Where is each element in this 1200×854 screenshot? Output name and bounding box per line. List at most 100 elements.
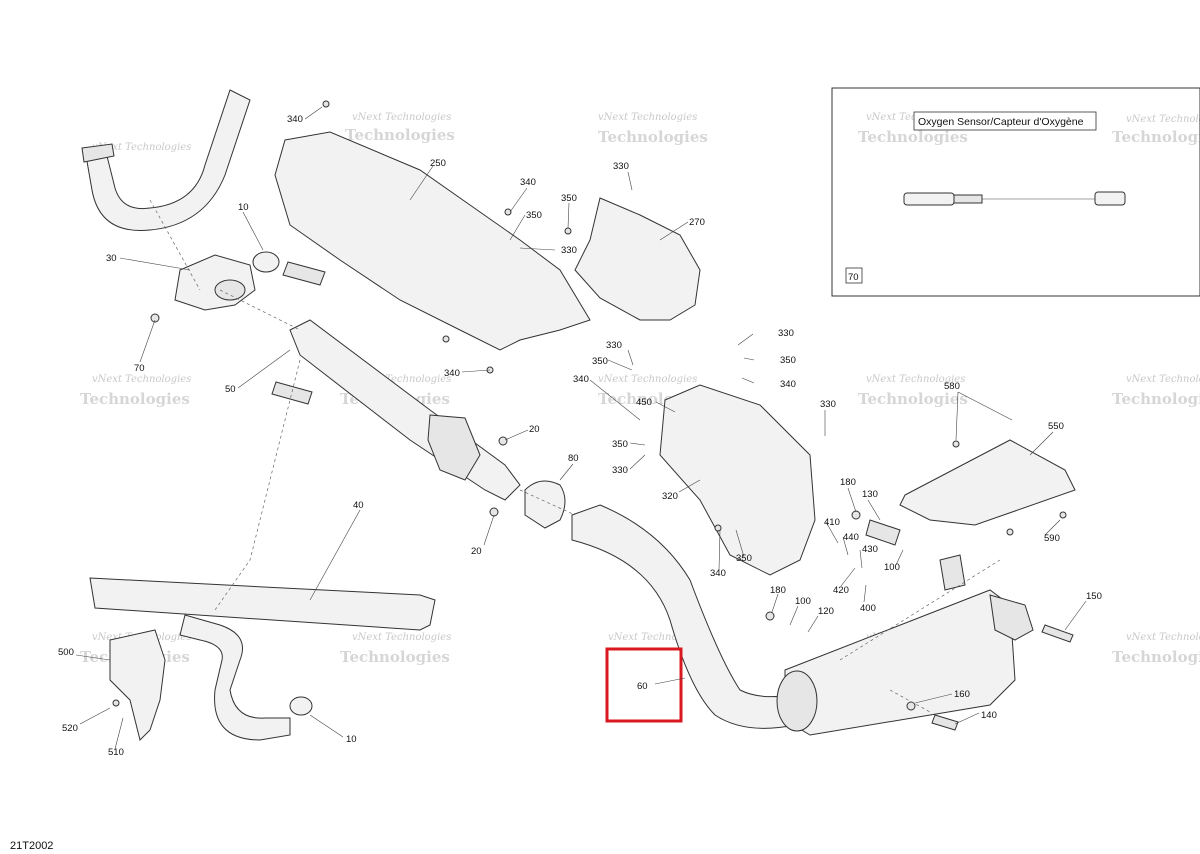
watermark-text: Technologies [1112, 390, 1200, 408]
watermark-text: vNext Technologies [352, 112, 451, 123]
callout-label[interactable]: 330 [778, 328, 794, 339]
callout-label[interactable]: 160 [954, 689, 970, 700]
callout-label[interactable]: 330 [612, 465, 628, 476]
muffler-bracket [939, 554, 966, 591]
callout-label[interactable]: 10 [238, 202, 249, 213]
watermark-text: Technologies [598, 128, 708, 146]
gasket-10 [252, 251, 280, 273]
inset-title: Oxygen Sensor/Capteur d'Oxygène [918, 116, 1084, 128]
inset-frame [831, 87, 1200, 297]
callout-label[interactable]: 450 [636, 397, 652, 408]
watermarks: vNext Technologies vNext Technologies Te… [80, 112, 1200, 666]
inset-part-number: 70 [848, 272, 859, 283]
highlight-box[interactable] [605, 647, 683, 723]
watermark-text: Technologies [1112, 648, 1200, 666]
callout-label[interactable]: 330 [613, 161, 629, 172]
watermark-text: Technologies [345, 126, 455, 144]
watermark-text: vNext Technologies [598, 374, 697, 385]
callout-label[interactable]: 420 [833, 585, 849, 596]
callout-label[interactable]: 410 [824, 517, 840, 528]
watermark-text: vNext Technologies [92, 142, 191, 153]
assembly-lines [149, 199, 1001, 713]
callout-label[interactable]: 70 [134, 363, 145, 374]
callout-label[interactable]: 400 [860, 603, 876, 614]
callout-label[interactable]: 590 [1044, 533, 1060, 544]
leader-lines [75, 106, 1087, 750]
heat-shield-270 [574, 197, 701, 321]
callout-label[interactable]: 270 [689, 217, 705, 228]
callout-label[interactable]: 100 [795, 596, 811, 607]
callout-label[interactable]: 320 [662, 491, 678, 502]
watermark-text: vNext Technologies [608, 632, 707, 643]
callout-label[interactable]: 180 [770, 585, 786, 596]
callout-label[interactable]: 550 [1048, 421, 1064, 432]
callout-label[interactable]: 50 [225, 384, 236, 395]
callout-label[interactable]: 340 [520, 177, 536, 188]
callout-label[interactable]: 520 [62, 723, 78, 734]
lower-pipe [179, 614, 291, 741]
oxygen-sensor-inset: Oxygen Sensor/Capteur d'Oxygène 70 [831, 87, 1200, 297]
muffler-tailpipe [989, 594, 1034, 641]
callout-label[interactable]: 150 [1086, 591, 1102, 602]
callout-label[interactable]: 340 [573, 374, 589, 385]
inset-title-box [913, 111, 1097, 131]
callout-label[interactable]: 350 [526, 210, 542, 221]
callout-label[interactable]: 510 [108, 747, 124, 758]
mid-pipe-40 [289, 319, 521, 501]
heat-shield-500 [109, 629, 166, 741]
watermark-text: vNext Technologies [1126, 374, 1200, 385]
callout-label[interactable]: 140 [981, 710, 997, 721]
callout-label[interactable]: 330 [606, 340, 622, 351]
inset-part-box [845, 267, 863, 284]
callout-label[interactable]: 350 [736, 553, 752, 564]
header-pipe-30 [84, 89, 251, 231]
callout-label[interactable]: 340 [710, 568, 726, 579]
callout-label[interactable]: 430 [862, 544, 878, 555]
callout-label[interactable]: 340 [780, 379, 796, 390]
gasket-10b [289, 696, 313, 716]
callout-label[interactable]: 120 [818, 606, 834, 617]
callout-label[interactable]: 330 [820, 399, 836, 410]
header-clamp [81, 143, 115, 163]
callout-labels: 340 250 330 340 350 350 330 270 10 30 70… [58, 114, 1102, 758]
watermark-text: vNext Technologies [1126, 114, 1200, 125]
callout-label[interactable]: 350 [612, 439, 628, 450]
callout-label[interactable]: 250 [430, 158, 446, 169]
watermark-text: Technologies [1112, 128, 1200, 146]
watermark-text: vNext Technologies [598, 112, 697, 123]
watermark-text: Technologies [858, 128, 968, 146]
callout-label[interactable]: 180 [840, 477, 856, 488]
mid-pipe-bracket [427, 414, 481, 481]
callout-label[interactable]: 60 [637, 681, 648, 692]
callout-label[interactable]: 350 [592, 356, 608, 367]
callout-label[interactable]: 350 [561, 193, 577, 204]
callout-label[interactable]: 10 [346, 734, 357, 745]
callout-label[interactable]: 100 [884, 562, 900, 573]
callout-label[interactable]: 500 [58, 647, 74, 658]
parts [81, 89, 1076, 741]
watermark-text: Technologies [858, 390, 968, 408]
watermark-text: vNext Technologies [92, 374, 191, 385]
callout-label[interactable]: 30 [106, 253, 117, 264]
spring-50b [271, 381, 313, 405]
callout-label[interactable]: 80 [568, 453, 579, 464]
spring-50a [282, 261, 326, 286]
watermark-text: Technologies [80, 390, 190, 408]
guard-550 [899, 439, 1076, 526]
callout-label[interactable]: 20 [529, 424, 540, 435]
callout-label[interactable]: 130 [862, 489, 878, 500]
callout-label[interactable]: 20 [471, 546, 482, 557]
callout-label[interactable]: 40 [353, 500, 364, 511]
callout-label[interactable]: 330 [561, 245, 577, 256]
callout-label[interactable]: 580 [944, 381, 960, 392]
watermark-text: vNext Technologies [352, 632, 451, 643]
callout-label[interactable]: 440 [843, 532, 859, 543]
heat-shield-250 [274, 131, 591, 351]
callout-label[interactable]: 340 [287, 114, 303, 125]
oxygen-sensor-part [903, 191, 1126, 206]
diagram-code: 21T2002 [10, 840, 53, 852]
callout-label[interactable]: 340 [444, 368, 460, 379]
callout-label[interactable]: 350 [780, 355, 796, 366]
watermark-text: vNext Technologies [352, 374, 451, 385]
heat-shield-320 [659, 384, 816, 576]
